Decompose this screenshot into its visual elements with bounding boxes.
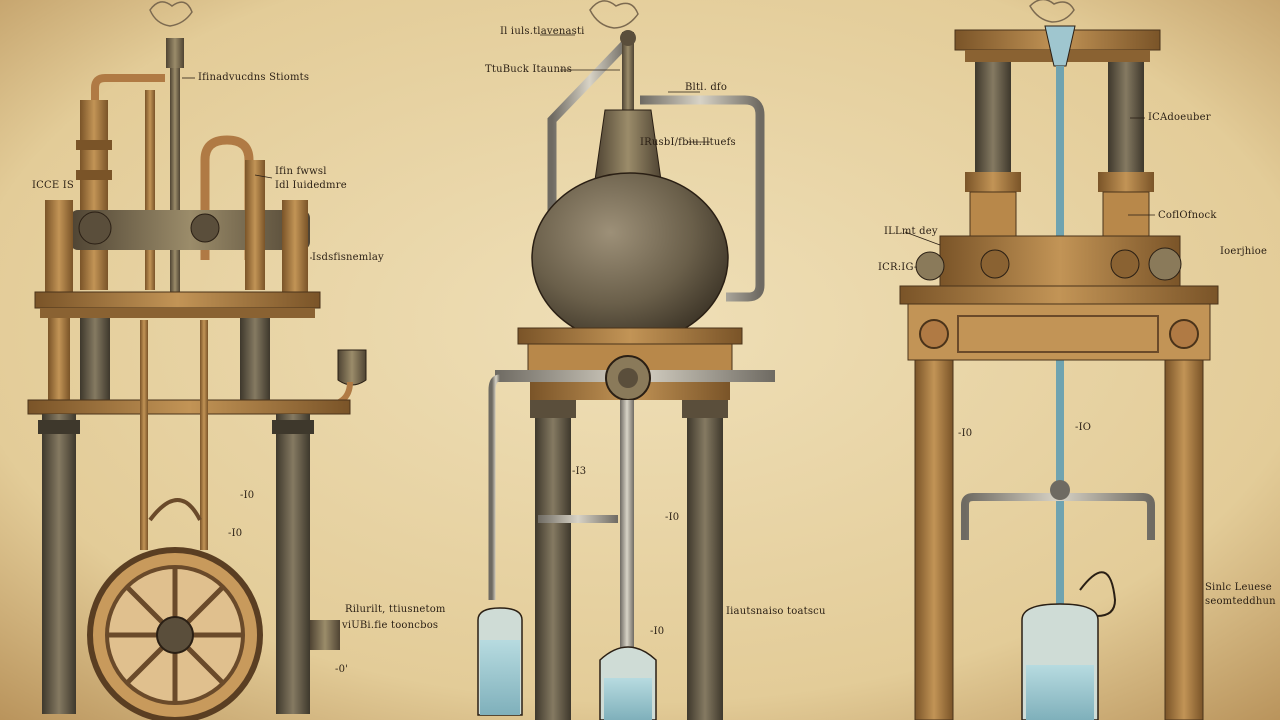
center-column-right — [687, 400, 723, 720]
label-right-bottom2: seomteddhun — [1205, 596, 1276, 607]
right-funnel — [1044, 25, 1076, 67]
center-machine — [477, 0, 775, 720]
label-center-bulb: IRusbI/fbiu.Iltuefs — [640, 137, 736, 148]
left-machine — [27, 1, 367, 720]
label-center-pipe: Bltl. dfo — [685, 82, 728, 93]
label-left-bottom1: Rilurilt, ttiusnetom — [345, 604, 446, 615]
left-copper-cylinder — [80, 100, 108, 290]
label-right-tick1: -I0 — [958, 428, 973, 439]
right-frame-top — [899, 285, 1219, 305]
label-left-tick1: -I0 — [240, 490, 255, 501]
label-center-bottom: Iiautsnaiso toatscu — [726, 606, 826, 617]
label-left-bottom2: viUBi.fie tooncbos — [342, 620, 439, 631]
right-leg-left — [914, 359, 954, 720]
left-spout — [166, 38, 184, 68]
left-column-left — [42, 414, 76, 714]
label-right-mid: CoflOfnock — [1158, 210, 1217, 221]
right-machine — [899, 0, 1219, 720]
label-left-side: ICCE IS — [32, 180, 74, 191]
label-right-top: ICAdoeuber — [1148, 112, 1211, 123]
label-right-side: ILLmt dey — [884, 226, 938, 237]
label-left-tick3: -0' — [335, 664, 349, 675]
center-right-pipe — [640, 95, 765, 302]
center-left-pipe — [547, 38, 631, 240]
center-bulb — [531, 172, 729, 344]
label-center-left: TtuBuck Itaunns — [485, 64, 573, 75]
center-column-left — [535, 400, 571, 720]
center-base — [517, 327, 743, 345]
label-left-right: Isdsfisnemlay — [312, 252, 384, 263]
right-leg-right — [1164, 359, 1204, 720]
label-left-mid2: Idl Iuidedmre — [275, 180, 347, 191]
left-copper-arch — [200, 135, 254, 260]
left-lower-platform — [27, 399, 351, 415]
label-right-bottom1: Sinlc Leuese — [1205, 582, 1272, 593]
label-left-top: Ifinadvucdns Stiomts — [198, 72, 310, 83]
leader-lines — [182, 34, 1155, 259]
right-mechanism — [939, 235, 1181, 289]
label-center-tick2: -I0 — [665, 512, 680, 523]
label-center-tick1: -I3 — [572, 466, 587, 477]
label-left-tick2: -I0 — [228, 528, 243, 539]
right-steam — [1029, 0, 1075, 23]
label-left-mid1: Ifin fwwsl — [275, 166, 327, 177]
left-steam — [149, 1, 193, 27]
left-copper-pipe — [91, 74, 165, 100]
left-upper-platform — [34, 291, 321, 309]
label-right-tick2: -IO — [1075, 422, 1092, 433]
label-center-tick3: -I0 — [650, 626, 665, 637]
label-right-side2: ICR:IG- — [878, 262, 918, 273]
left-column-right — [276, 414, 310, 714]
label-center-top: Il iuls.tlavenasti — [500, 26, 585, 37]
center-steam — [589, 0, 639, 29]
label-right-far: Ioerjhioe — [1220, 246, 1268, 257]
